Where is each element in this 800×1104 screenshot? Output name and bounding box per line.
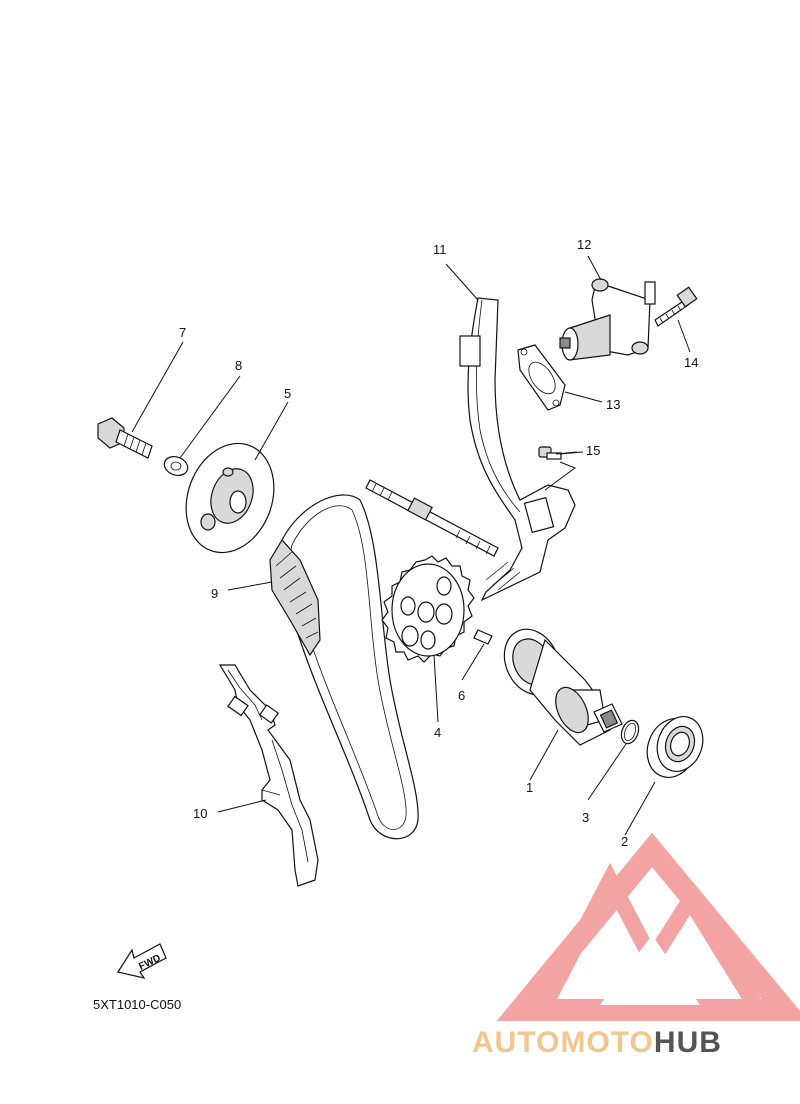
part-11-chain-guide-upper (459, 297, 576, 602)
part-1-camshaft (503, 628, 623, 746)
part-2-bearing (646, 716, 704, 778)
part-4-camshaft-sprocket (381, 555, 475, 663)
callout-3: 3 (582, 810, 589, 825)
callout-2: 2 (621, 834, 628, 849)
callout-5: 5 (284, 386, 291, 401)
callout-4: 4 (434, 725, 441, 740)
callout-6: 6 (458, 688, 465, 703)
callout-14: 14 (684, 355, 698, 370)
fwd-arrow-icon: FWD (117, 943, 167, 979)
callout-8: 8 (235, 358, 242, 373)
part-13-gasket (517, 344, 566, 411)
leader-lines (131, 255, 691, 836)
watermark-brand: AUTOMOTOHUB (472, 1026, 722, 1059)
callout-numbers: 1 2 3 4 5 6 7 8 9 10 11 12 13 14 15 (179, 237, 698, 849)
part-10-chain-guide-lower (218, 664, 319, 887)
callout-15: 15 (586, 443, 600, 458)
watermark-brand-part1: AUTOMOTO (472, 1026, 654, 1059)
callout-1: 1 (526, 780, 533, 795)
callout-10: 10 (193, 806, 207, 821)
callout-9: 9 (211, 586, 218, 601)
callout-7: 7 (179, 325, 186, 340)
callout-11: 11 (433, 242, 447, 257)
part-6-dowel-pin (473, 629, 493, 645)
part-3-o-ring (620, 719, 640, 745)
part-12-chain-tensioner (559, 278, 656, 361)
watermark-brand-part2: HUB (654, 1026, 722, 1059)
diagram-part-code: 5XT1010-C050 (93, 997, 181, 1012)
part-15-bolt (538, 446, 578, 491)
part-5-plate (185, 442, 275, 554)
part-14-bolt (654, 286, 698, 327)
part-8-washer (163, 455, 189, 477)
callout-12: 12 (577, 237, 591, 252)
callout-13: 13 (606, 397, 620, 412)
part-7-bolt (97, 417, 153, 459)
stud-shaft (365, 479, 499, 557)
watermark-logo (496, 832, 800, 1021)
part-9-timing-chain (269, 494, 419, 840)
